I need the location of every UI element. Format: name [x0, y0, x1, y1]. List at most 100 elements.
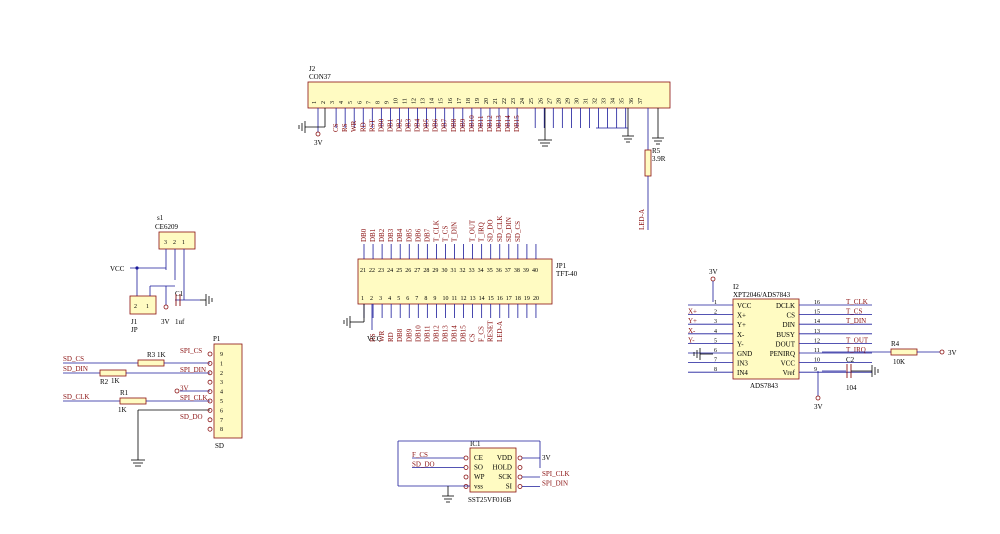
sd-cs-net: SD_CS: [63, 355, 84, 363]
j2-pin-signal: DB12: [486, 115, 494, 132]
jp1-ref: JP1: [556, 262, 567, 270]
ic1-left-pin-name: vss: [474, 483, 483, 491]
jp1-top-pin-number: 27: [414, 268, 420, 274]
r4-supply-label: 3V: [948, 349, 957, 357]
s1-pin-3: 3: [164, 240, 167, 246]
j2-pin-number: 25: [529, 98, 535, 104]
jp1-bottom-pin-signal: DB10: [414, 325, 422, 342]
jp1-bottom-pin-number: 17: [506, 296, 512, 302]
r3-ref: R3: [147, 351, 156, 359]
p1-pin-number: 4: [220, 390, 223, 396]
j2-gnd-left-symbol: [298, 108, 326, 133]
jp1-top-pin-signal: T_DIN: [451, 222, 459, 242]
jp1-bottom-pin-signal: CS: [469, 333, 477, 342]
j2-pin-number: 9: [384, 101, 390, 104]
j1-body[interactable]: [129, 295, 157, 315]
jp1-bottom-pin-number: 11: [452, 296, 458, 302]
jp1-connector: JP1 TFT-40 21DB022DB123DB224DB325DB426DB…: [343, 216, 578, 343]
jp1-body[interactable]: [357, 258, 553, 305]
p1-pin-number: 8: [220, 427, 223, 433]
jp1-bottom-pin-number: 14: [479, 296, 485, 302]
c1-ref: C1: [175, 290, 184, 298]
i2-left-pin-number: 2: [714, 310, 717, 316]
r5-net-label: LED-A: [638, 209, 646, 230]
sd-din-net: SD_DIN: [63, 365, 88, 373]
jp1-bottom-pin-number: 8: [424, 296, 427, 302]
jp1-bottom-pin-signal: RD: [387, 332, 395, 342]
p1-pin-terminal: [207, 379, 213, 385]
j2-pin-number: 1: [312, 101, 318, 104]
j2-pin-number: 36: [629, 98, 635, 104]
s1-body[interactable]: [158, 231, 196, 250]
i2-left-pin-number: 6: [714, 348, 717, 354]
jp1-bottom-pin-number: 19: [524, 296, 530, 302]
r4-value: 10K: [893, 358, 905, 366]
i2-right-pin-net: T_IRQ: [846, 346, 866, 354]
jp1-bottom-pin-signal: DB14: [451, 325, 459, 342]
jp1-bottom-pin-signal: DB15: [460, 325, 468, 342]
r1-ref: R1: [120, 389, 129, 397]
j2-type: CON37: [309, 73, 331, 81]
ic1-body[interactable]: [469, 447, 517, 493]
i2-right-pin-number: 13: [814, 329, 820, 335]
r4-body[interactable]: [890, 348, 918, 356]
j1-pin-2: 2: [134, 304, 137, 310]
r4-ref: R4: [891, 340, 900, 348]
p1-pin-number: 6: [220, 408, 223, 414]
j2-pin-number: 5: [348, 101, 354, 104]
p1-pin-terminal: [207, 426, 213, 432]
i2-left-pin-name: IN3: [737, 360, 748, 368]
ic1-right-pin-net: SPI_DIN: [542, 480, 568, 488]
i2-right-pin-net: T_CLK: [846, 298, 868, 306]
r3-body[interactable]: [137, 359, 165, 367]
jp1-bottom-pin-number: 12: [461, 296, 467, 302]
i2-right-pin-number: 11: [814, 348, 820, 354]
jp1-top-pin-signal: SD_CS: [514, 221, 522, 242]
j2-pin-number: 20: [484, 98, 490, 104]
j2-pin-signal: DB9: [459, 118, 467, 132]
r2-body[interactable]: [99, 369, 127, 377]
p1-pin-terminal: [207, 417, 213, 423]
jp1-bottom-pin-number: 9: [433, 296, 436, 302]
i2-left-pin-net: X-: [688, 327, 696, 335]
jp1-bottom-pin-signal: DB8: [396, 328, 404, 342]
p1-pin-number: 1: [220, 361, 223, 367]
jp1-top-pin-number: 33: [469, 268, 475, 274]
jp1-top-pin-signal: DB0: [360, 228, 368, 242]
jp1-gnd-symbol: [343, 304, 365, 328]
r1-body[interactable]: [119, 397, 147, 405]
jp1-top-pin-number: 21: [360, 268, 366, 274]
j2-body[interactable]: [307, 81, 671, 109]
c2-ref: C2: [846, 356, 855, 364]
p1-pin-number: 9: [220, 352, 223, 358]
p1-pin-net: 3V: [180, 385, 189, 393]
ic1-left-pin-terminal: [463, 455, 469, 461]
jp1-bottom-pin-number: 3: [379, 296, 382, 302]
ic1-right-pin-terminal: [517, 465, 523, 470]
j2-pin-signal: DB6: [432, 118, 440, 132]
ic1-left-pin-net: SD_DO: [412, 461, 435, 469]
ic1-right-pin-terminal: [517, 484, 523, 489]
p1-pin-terminal: [207, 407, 213, 413]
s1-regulator: s1 CE6209 3 2 1: [155, 214, 196, 300]
i2-left-pin-number: 4: [714, 329, 717, 335]
j2-pin-signal: DB10: [468, 115, 476, 132]
j2-pin-signal: DB7: [441, 118, 449, 132]
jp1-bottom-pin-number: 20: [533, 296, 539, 302]
s1-pin-1: 1: [182, 240, 185, 246]
ic1-left-pin-terminal: [463, 474, 469, 480]
r5-body[interactable]: [644, 149, 652, 177]
jp1-top-pin-number: 31: [451, 268, 457, 274]
jp1-top-pin-number: 34: [478, 268, 484, 274]
jp1-bottom-pin-number: 5: [397, 296, 400, 302]
j1-ref: J1: [131, 318, 138, 326]
p1-body[interactable]: [213, 343, 243, 439]
r2-ref: R2: [100, 378, 109, 386]
j2-pin-number: 8: [375, 101, 381, 104]
p1-pin-net: SPI_DIN: [180, 366, 206, 374]
i2-body[interactable]: [732, 298, 800, 380]
p1-pin-terminal: [207, 351, 213, 357]
